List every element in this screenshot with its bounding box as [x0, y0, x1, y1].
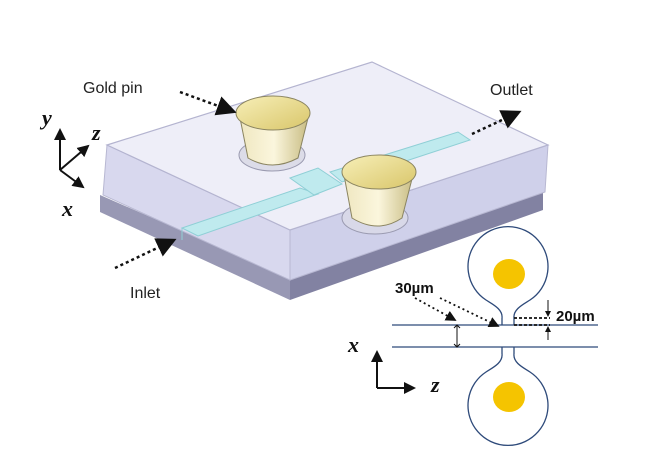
inlet-label: Inlet	[130, 285, 161, 302]
channel-width-label: 20µm	[556, 308, 595, 325]
outlet-arrow	[471, 110, 522, 136]
inlet-arrow	[114, 238, 177, 270]
microchannel	[180, 187, 320, 237]
microchannel-mid	[288, 167, 344, 196]
schematic-axis-z-label: z	[430, 372, 440, 397]
axes-2d: x z	[347, 332, 440, 397]
chip-base-right	[290, 192, 543, 300]
schematic-2d: 30µm 20µm x z	[347, 226, 598, 446]
chip-base-front	[100, 195, 290, 300]
axes-3d: y z x	[39, 105, 101, 221]
chip-top	[105, 61, 550, 231]
gold-pin-right	[341, 154, 417, 235]
chip-3d	[100, 61, 550, 300]
schematic-axis-x-label: x	[347, 332, 359, 357]
top-gold-dot	[493, 259, 525, 289]
axis-y-label: y	[39, 105, 52, 130]
gap-dimension-label: 30µm	[395, 280, 434, 297]
gold-pin-label: Gold pin	[83, 80, 143, 97]
axis-x-label: x	[61, 196, 73, 221]
gold-pin-left	[235, 95, 311, 172]
axis-z-label: z	[91, 120, 101, 145]
outlet-label: Outlet	[490, 82, 533, 99]
bottom-gold-dot	[493, 382, 525, 412]
